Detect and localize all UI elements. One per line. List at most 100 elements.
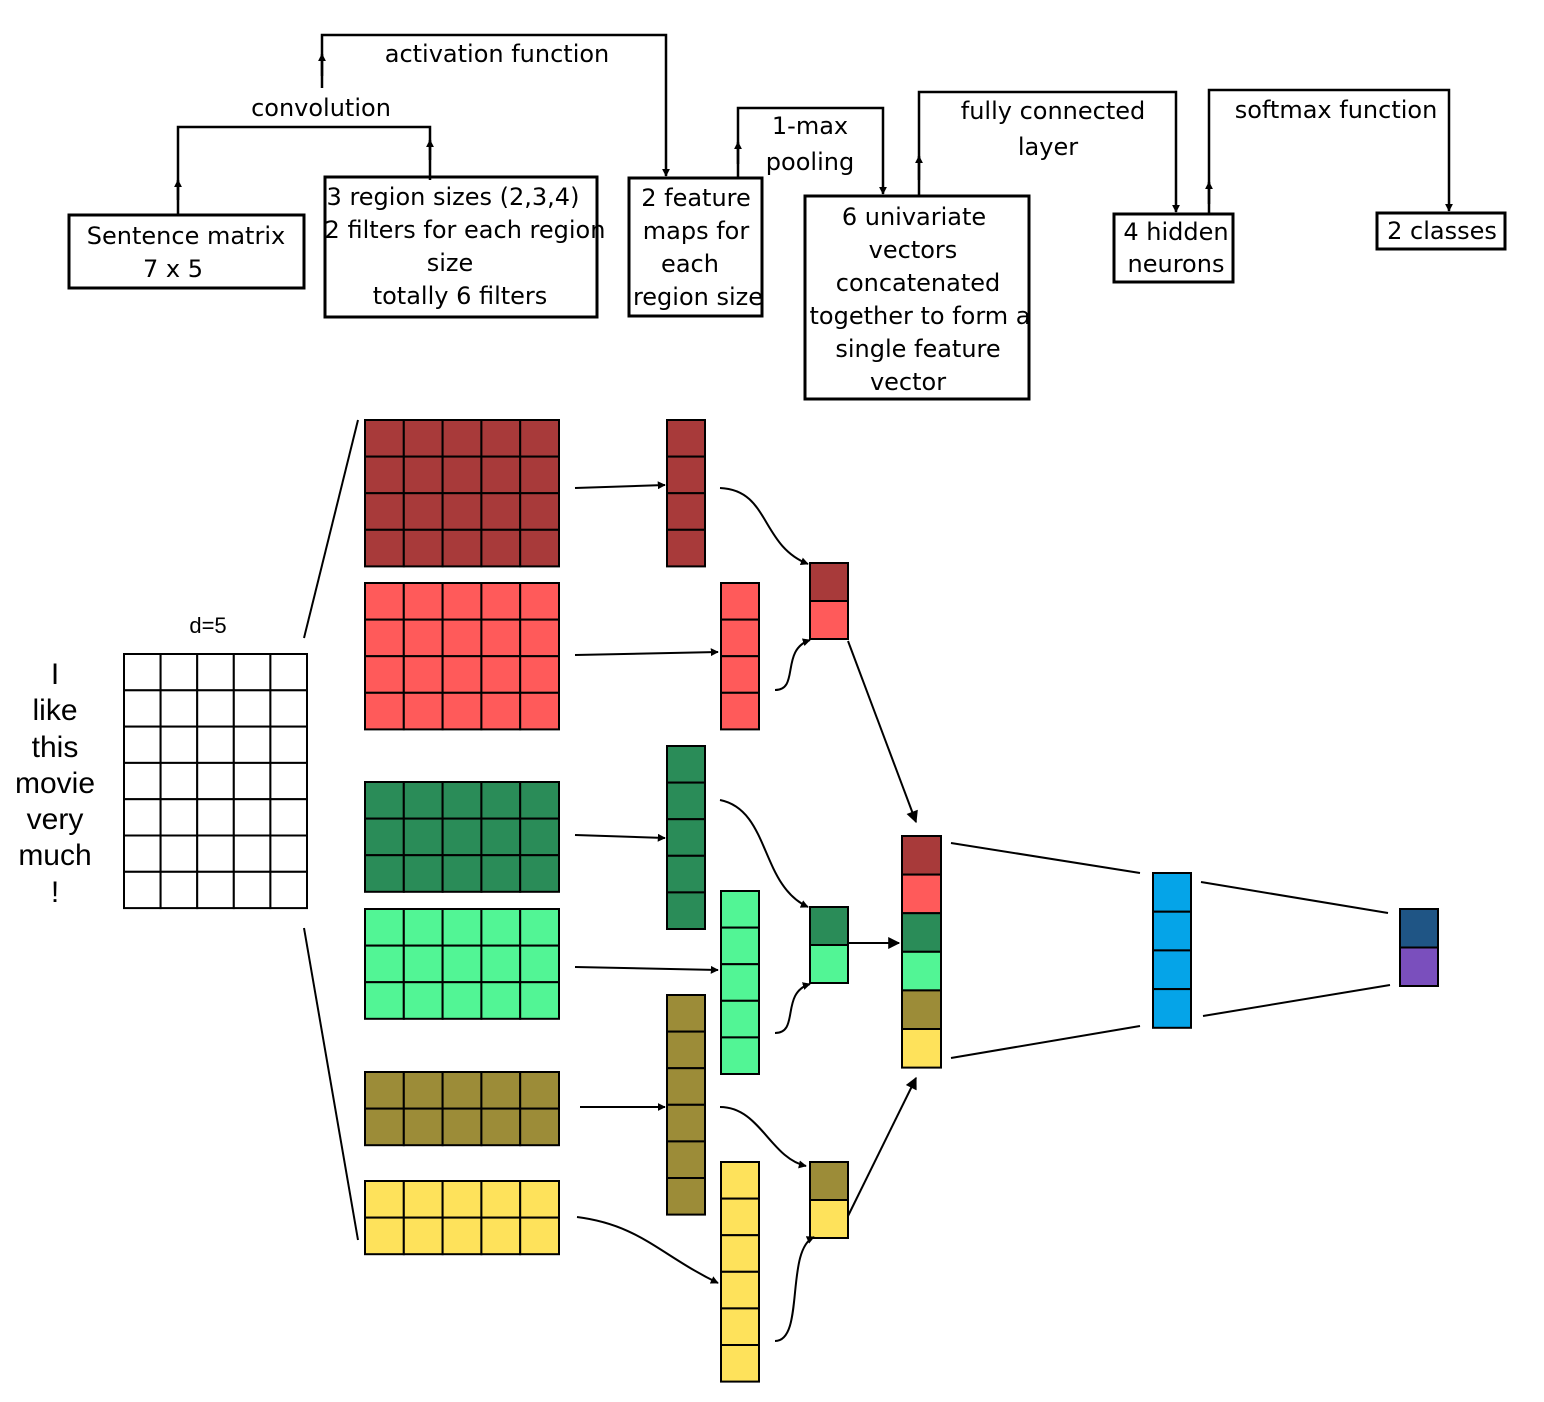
region-sizes-line-1: 3 region sizes (2,3,4) xyxy=(327,183,580,211)
top-flow: Sentence matrix 7 x 5 3 region sizes (2,… xyxy=(67,33,1507,401)
filter-4-cell xyxy=(402,944,444,984)
feature-map-5 xyxy=(666,994,706,1216)
feature-map-3 xyxy=(666,745,706,931)
sentence-matrix-cell xyxy=(196,653,235,692)
filter-5-cell xyxy=(402,1107,444,1147)
filter-1-cell xyxy=(441,455,483,495)
filter-4-cell xyxy=(402,981,444,1020)
feature-map-1-cell xyxy=(666,455,706,495)
sentence-matrix-cell xyxy=(159,870,199,910)
feature-map-6-cell xyxy=(720,1197,760,1237)
filter-2-cell xyxy=(480,655,522,694)
hidden-neuron-cell xyxy=(1152,872,1192,913)
region-sizes-box: 3 region sizes (2,3,4) 2 filters for eac… xyxy=(323,175,605,319)
convolution-arrows xyxy=(574,481,719,1284)
feature-map-6-cell xyxy=(720,1344,760,1383)
feature-map-2-cell xyxy=(720,691,760,731)
hidden-layer xyxy=(1152,872,1192,1029)
hidden-neuron-cell xyxy=(1152,988,1192,1029)
filter-4-cell xyxy=(364,944,405,984)
hidden-neurons-box: 4 hidden neurons xyxy=(1112,212,1235,284)
conv-arrow-2 xyxy=(574,648,719,657)
filter-2-cell xyxy=(402,691,444,731)
sentence-matrix-cell xyxy=(232,725,272,764)
filter-3-cell xyxy=(519,781,561,820)
pool-arrow-3 xyxy=(719,799,809,908)
sentence-matrix xyxy=(123,653,308,910)
filter-3-cell xyxy=(480,781,522,820)
filter-6 xyxy=(364,1180,561,1256)
sentence-matrix-cell xyxy=(123,689,162,728)
filter-6-cell xyxy=(519,1216,561,1256)
filter-5-cell xyxy=(441,1107,483,1147)
sentence-matrix-cell xyxy=(232,870,272,910)
classes-box: 2 classes xyxy=(1375,211,1507,251)
filter-5-cell xyxy=(441,1071,483,1110)
filter-4-cell xyxy=(441,981,483,1020)
sentence-matrix-cell xyxy=(269,761,308,801)
filter-1-cell xyxy=(402,455,444,495)
filter-1-cell xyxy=(441,528,483,568)
conv-arrow-1 xyxy=(574,481,666,490)
filter-3-cell xyxy=(519,854,561,893)
output-layer xyxy=(1399,908,1439,987)
filter-2-cell xyxy=(402,582,444,621)
filter-3 xyxy=(364,781,561,893)
sentence-matrix-cell xyxy=(232,834,272,873)
filter-4-cell xyxy=(519,981,561,1020)
sentence-matrix-cell xyxy=(269,653,308,692)
feature-maps xyxy=(666,419,760,1383)
filter-4-cell xyxy=(364,908,405,947)
pooling-label-line-1: 1-max xyxy=(772,112,848,140)
feature-map-2-cell xyxy=(720,582,760,621)
filter-6-cell xyxy=(441,1180,483,1219)
feature-map-4-cell xyxy=(720,890,760,929)
filter-1-cell xyxy=(519,455,561,495)
sentence-matrix-cell xyxy=(232,798,272,837)
word-1: I xyxy=(51,658,59,691)
feature-map-5-cell xyxy=(666,1030,706,1070)
sentence-matrix-cell xyxy=(232,761,272,801)
sentence-matrix-cell xyxy=(159,653,199,692)
concat-vector-cell xyxy=(901,950,942,992)
feature-map-2-cell xyxy=(720,618,760,658)
pooled-pair-1-cell xyxy=(809,562,849,602)
filter-3-cell xyxy=(402,854,444,893)
filter-3-cell xyxy=(364,817,405,857)
fully-connected-label-line-2: layer xyxy=(1018,133,1078,161)
filter-1-cell xyxy=(480,455,522,495)
filter-6-cell xyxy=(402,1216,444,1256)
sentence-matrix-cell xyxy=(232,653,272,692)
sentence-matrix-line-2: 7 x 5 xyxy=(143,255,203,283)
feature-map-6-cell xyxy=(720,1307,760,1347)
filter-1-cell xyxy=(364,492,405,531)
univariate-line-2: vectors xyxy=(869,236,958,264)
filter-3-cell xyxy=(364,781,405,820)
filter-1-cell xyxy=(402,492,444,531)
filter-3-cell xyxy=(402,817,444,857)
filter-4-cell xyxy=(519,908,561,947)
filter-6-cell xyxy=(364,1180,405,1219)
concat-arrow-3 xyxy=(847,1076,917,1217)
sentence-matrix-cell xyxy=(269,689,308,728)
filter-3-cell xyxy=(519,817,561,857)
filter-1-cell xyxy=(364,419,405,458)
feature-map-3-cell xyxy=(666,818,706,857)
sentence-matrix-cell xyxy=(196,689,235,728)
softmax-line-bottom xyxy=(1202,984,1391,1017)
fan-line-top xyxy=(303,419,359,639)
filter-2-cell xyxy=(364,691,405,731)
hidden-line-2: neurons xyxy=(1128,250,1225,278)
filter-3-cell xyxy=(480,854,522,893)
output-class xyxy=(1399,908,1439,987)
feature-map-4-cell xyxy=(720,963,760,1002)
sentence-matrix-cell xyxy=(123,870,162,910)
feature-maps-line-1: 2 feature xyxy=(641,184,751,212)
sentence-matrix-cell xyxy=(196,725,235,764)
filter-3-cell xyxy=(402,781,444,820)
sentence-matrix-cell xyxy=(159,761,199,801)
filter-2-cell xyxy=(519,582,561,621)
filter-1-cell xyxy=(364,455,405,495)
feature-map-5-cell xyxy=(666,1177,706,1216)
word-6: much xyxy=(18,839,91,872)
